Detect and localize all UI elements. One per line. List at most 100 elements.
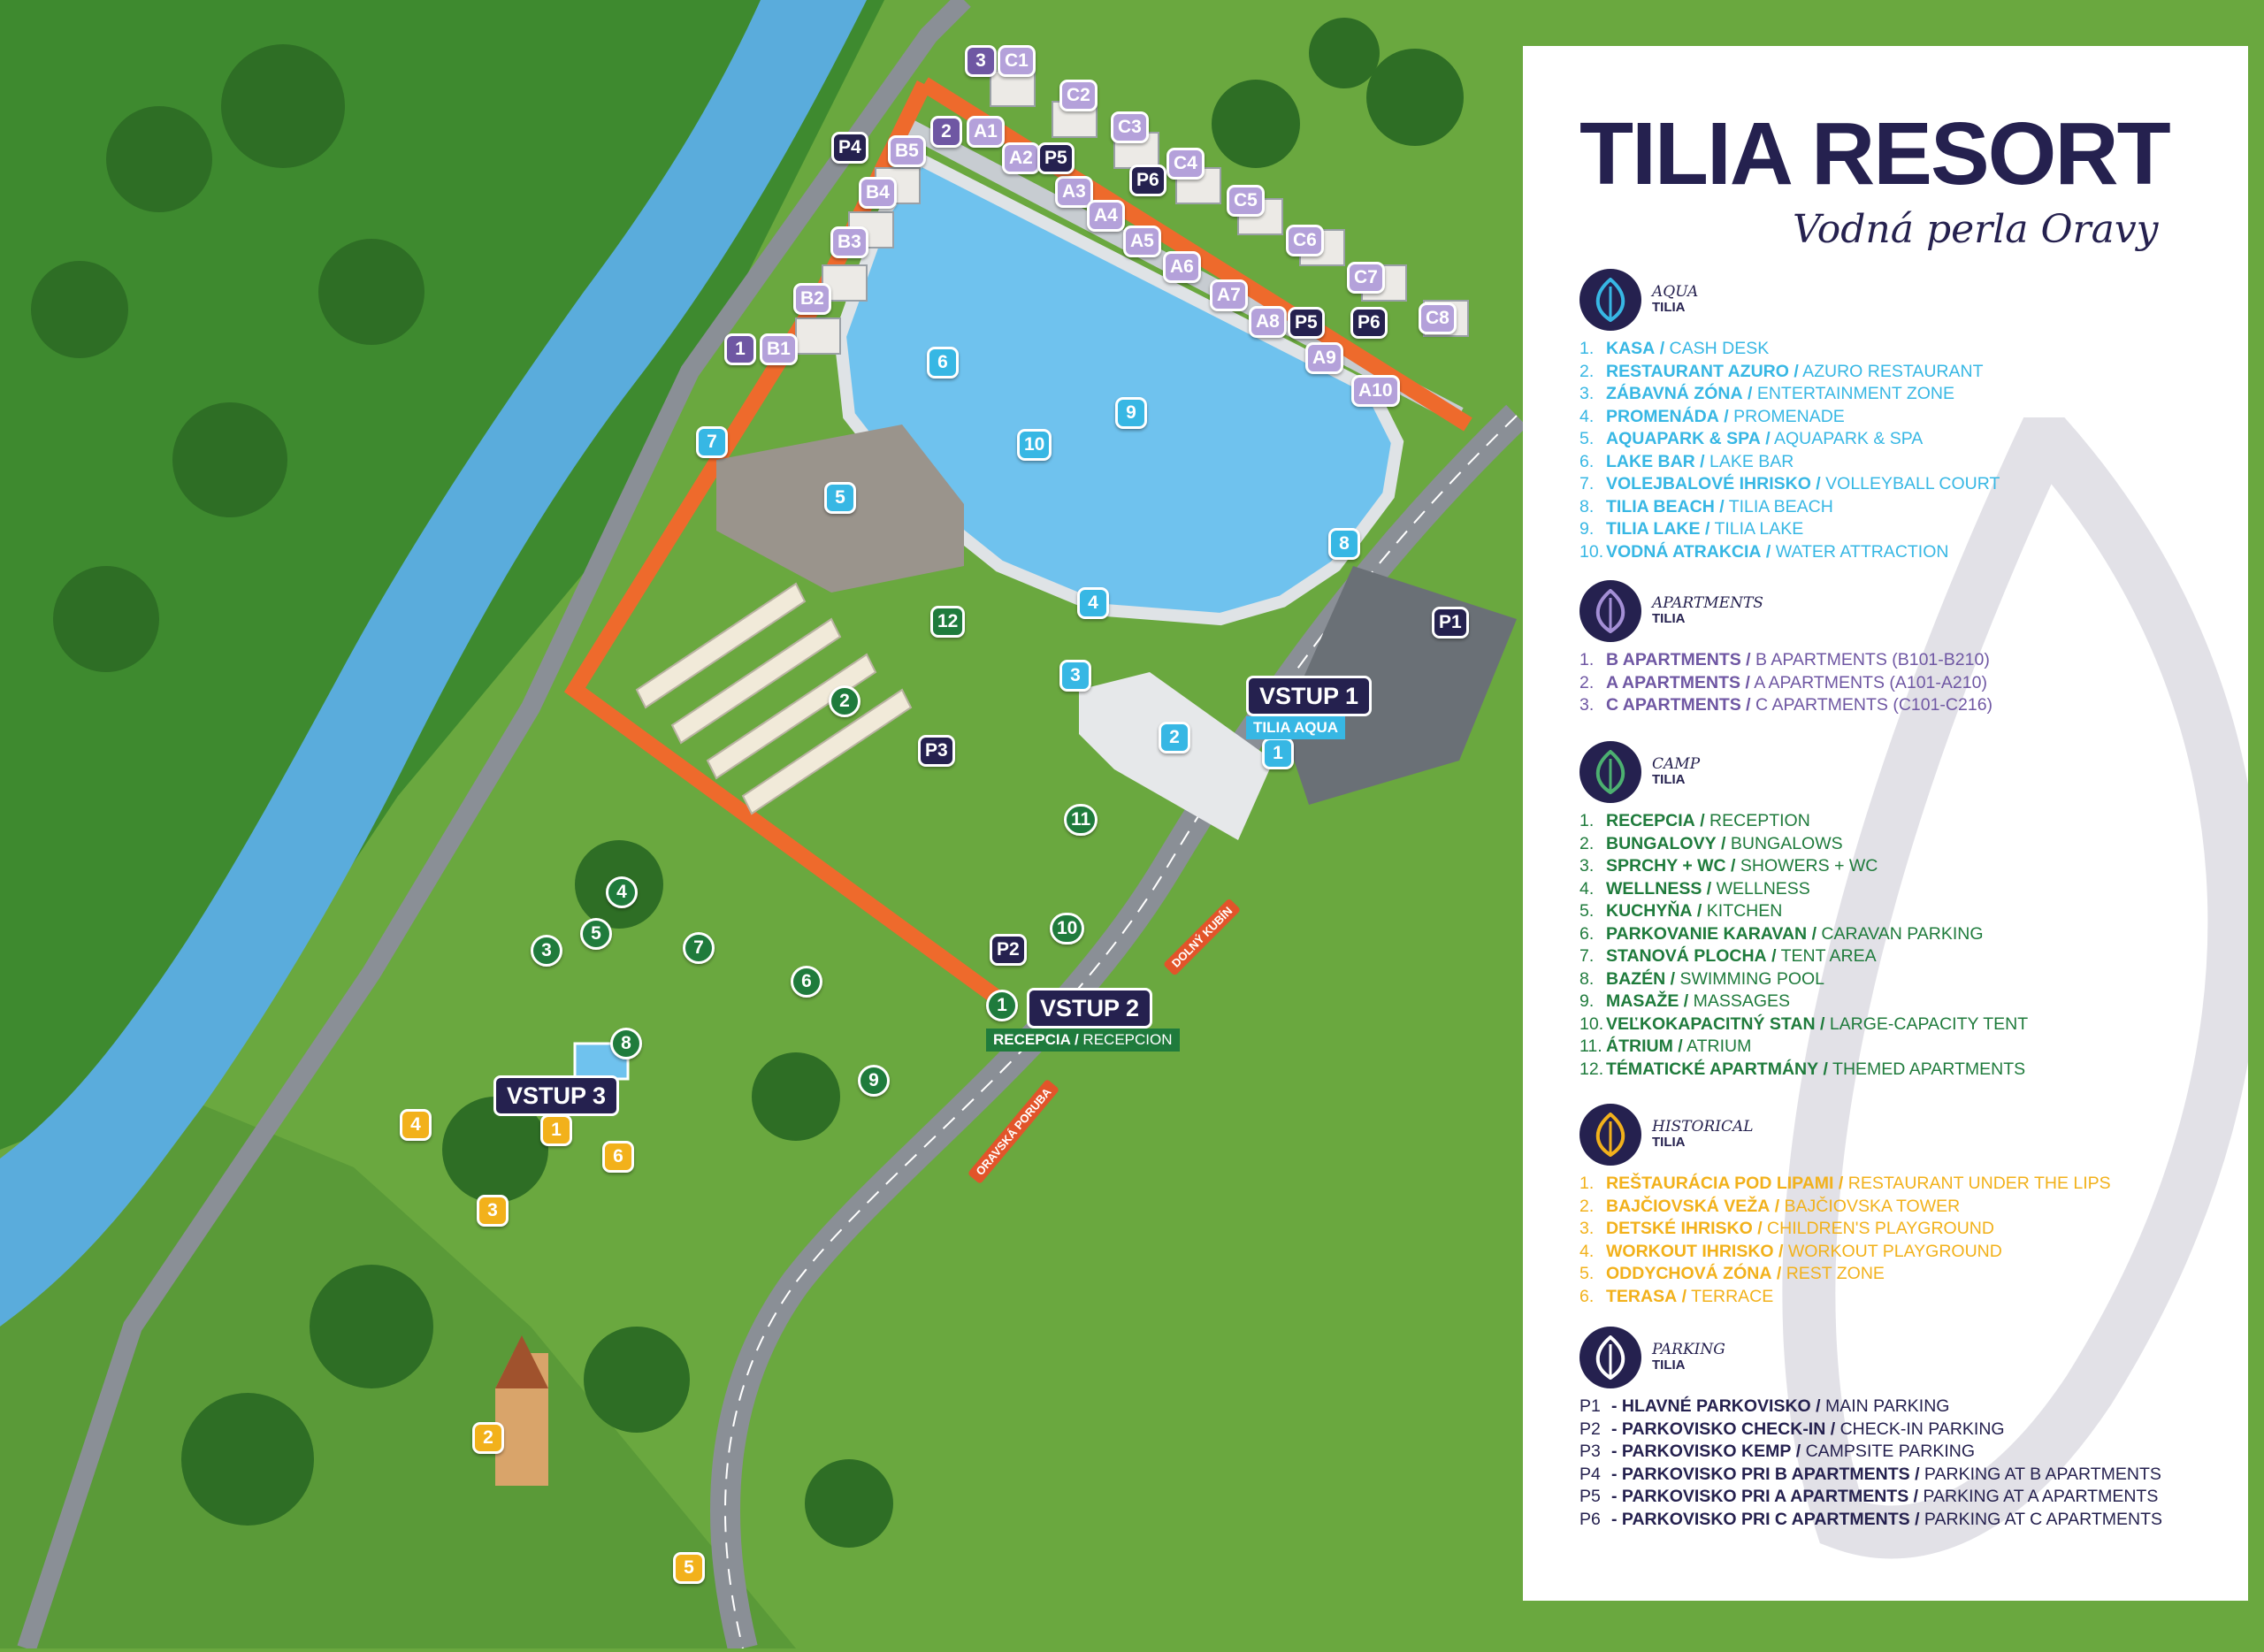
apt-label-C8[interactable]: C8: [1419, 302, 1457, 334]
apt-label-B4[interactable]: B4: [859, 177, 897, 209]
apt-label-A8[interactable]: A8: [1249, 306, 1287, 338]
hist-marker-2[interactable]: 2: [472, 1422, 504, 1454]
aqua-marker-5[interactable]: 5: [824, 482, 856, 514]
apt-label-B5[interactable]: B5: [888, 135, 926, 167]
legend-item: P3- PARKOVISKO KEMP / CAMPSITE PARKING: [1579, 1441, 2162, 1464]
camp-marker-6[interactable]: 6: [791, 966, 822, 998]
parking-marker-P2[interactable]: P2: [990, 934, 1027, 966]
aqua-marker-1[interactable]: 1: [1262, 738, 1294, 769]
legend-list-apartments: 1.B APARTMENTS / B APARTMENTS (B101-B210…: [1579, 649, 1992, 717]
aqua-marker-4[interactable]: 4: [1077, 587, 1109, 619]
apt-label-B3[interactable]: B3: [830, 226, 868, 258]
camp-marker-11[interactable]: 11: [1064, 804, 1098, 836]
apt-label-C2[interactable]: C2: [1059, 80, 1098, 111]
camp-marker-10[interactable]: 10: [1050, 913, 1085, 945]
apt-label-A4[interactable]: A4: [1087, 200, 1125, 232]
camp-marker-4[interactable]: 4: [606, 876, 638, 908]
hist-marker-6[interactable]: 6: [602, 1141, 634, 1173]
entry-2-subtitle: RECEPCIA / RECEPCION: [986, 1029, 1180, 1052]
apt-label-A7[interactable]: A7: [1210, 279, 1248, 311]
camp-marker-8[interactable]: 8: [610, 1028, 642, 1059]
legend-item: 3.C APARTMENTS / C APARTMENTS (C101-C216…: [1579, 694, 1992, 717]
parking-marker-P6[interactable]: P6: [1129, 164, 1166, 196]
legend-item-name-en: LAKE BAR: [1709, 451, 1794, 471]
hist-marker-5[interactable]: 5: [673, 1552, 705, 1584]
hist-marker-4[interactable]: 4: [400, 1109, 432, 1141]
legend-item-number: 3.: [1579, 384, 1595, 403]
parking-marker-P5[interactable]: P5: [1037, 142, 1075, 174]
camp-marker-2[interactable]: 2: [829, 685, 860, 717]
legend-item-separator: /: [1838, 1174, 1844, 1193]
entry-3[interactable]: VSTUP 3: [493, 1075, 620, 1116]
camp-marker-9[interactable]: 9: [858, 1065, 890, 1097]
apt-label-A9[interactable]: A9: [1305, 342, 1343, 374]
entry-2-sub-sk: RECEPCIA: [993, 1031, 1071, 1048]
apt-label-A2[interactable]: A2: [1002, 142, 1040, 174]
hist-marker-3[interactable]: 3: [477, 1195, 509, 1227]
parking-marker-P3[interactable]: P3: [918, 735, 955, 767]
apt-label-C1[interactable]: C1: [998, 45, 1036, 77]
aqua-marker-9[interactable]: 9: [1115, 397, 1147, 429]
apt-label-A6[interactable]: A6: [1163, 251, 1201, 283]
legend-item-separator: /: [1795, 1442, 1801, 1461]
apt-label-A1[interactable]: A1: [967, 116, 1005, 148]
legend-item-number: 7.: [1579, 946, 1595, 966]
hist-marker-1[interactable]: 1: [540, 1114, 572, 1146]
apt-label-C6[interactable]: C6: [1286, 225, 1324, 256]
legend-item: 4.PROMENÁDA / PROMENADE: [1579, 406, 2000, 429]
legend-item-name-sk: PARKOVANIE KARAVAN: [1606, 923, 1808, 944]
legend-item-separator: /: [1724, 406, 1729, 426]
parking-marker-P5-b[interactable]: P5: [1288, 307, 1325, 339]
legend-item-number: 1.: [1579, 811, 1595, 830]
camp-marker-5[interactable]: 5: [580, 918, 612, 950]
apt-label-B2[interactable]: B2: [793, 283, 831, 315]
aqua-marker-6[interactable]: 6: [927, 347, 959, 379]
apt-label-A5[interactable]: A5: [1123, 226, 1161, 257]
legend-item-number: 8.: [1579, 496, 1595, 516]
aqua-marker-2[interactable]: 2: [1159, 722, 1190, 753]
aqua-marker-7[interactable]: 7: [696, 426, 728, 458]
legend-item-name-sk: - PARKOVISKO CHECK-IN: [1611, 1419, 1826, 1439]
apt-label-C5[interactable]: C5: [1227, 185, 1265, 217]
aqua-marker-3[interactable]: 3: [1059, 660, 1091, 692]
camp-marker-3[interactable]: 3: [531, 935, 562, 967]
legend-list-historical: 1.REŠTAURÁCIA POD LIPAMI / RESTAURANT UN…: [1579, 1173, 2111, 1308]
legend-item: 8.BAZÉN / SWIMMING POOL: [1579, 968, 2028, 991]
legend-item: 6.PARKOVANIE KARAVAN / CARAVAN PARKING: [1579, 923, 2028, 946]
tree-clusters: [31, 18, 1464, 1548]
apt-marker-3[interactable]: 3: [965, 45, 997, 77]
apt-label-A10[interactable]: A10: [1351, 375, 1400, 407]
legend-item-number: 6.: [1579, 451, 1595, 471]
apt-marker-1[interactable]: 1: [724, 333, 756, 365]
entry-2[interactable]: VSTUP 2 RECEPCIA / RECEPCION: [986, 988, 1180, 1052]
legend-item-separator: /: [1778, 1241, 1784, 1261]
apt-label-A3[interactable]: A3: [1055, 176, 1093, 208]
section-subtitle: TILIA: [1652, 299, 1686, 315]
legend-item-separator: /: [1757, 1219, 1763, 1238]
apt-label-C4[interactable]: C4: [1166, 148, 1205, 180]
aqua-tilia-logo-icon: [1579, 269, 1641, 331]
camp-marker-12[interactable]: 12: [930, 606, 966, 638]
parking-marker-P4[interactable]: P4: [831, 132, 868, 164]
legend-item-name-sk: AQUAPARK & SPA: [1606, 429, 1761, 448]
legend-item-name-en: AQUAPARK & SPA: [1773, 429, 1924, 448]
legend-item: P6- PARKOVISKO PRI C APARTMENTS / PARKIN…: [1579, 1509, 2162, 1532]
legend-item-name-sk: A APARTMENTS: [1606, 672, 1741, 692]
apt-marker-2[interactable]: 2: [930, 116, 962, 148]
camp-marker-7[interactable]: 7: [683, 932, 715, 964]
apt-label-C3[interactable]: C3: [1111, 111, 1149, 143]
apt-label-C7[interactable]: C7: [1347, 262, 1385, 294]
parking-marker-P6-b[interactable]: P6: [1350, 307, 1388, 339]
legend-item-name-sk: BAZÉN: [1606, 968, 1666, 989]
legend-item-number: 2.: [1579, 672, 1595, 692]
apt-label-B1[interactable]: B1: [760, 333, 798, 365]
legend-item-name-en: VOLLEYBALL COURT: [1825, 474, 2000, 493]
aqua-marker-10[interactable]: 10: [1017, 429, 1052, 461]
parking-marker-P1[interactable]: P1: [1432, 607, 1469, 639]
entry-1[interactable]: VSTUP 1 TILIA AQUA: [1246, 676, 1373, 739]
camp-marker-1[interactable]: 1: [986, 990, 1018, 1021]
section-subtitle: TILIA: [1652, 771, 1686, 787]
aqua-marker-8[interactable]: 8: [1328, 528, 1360, 560]
